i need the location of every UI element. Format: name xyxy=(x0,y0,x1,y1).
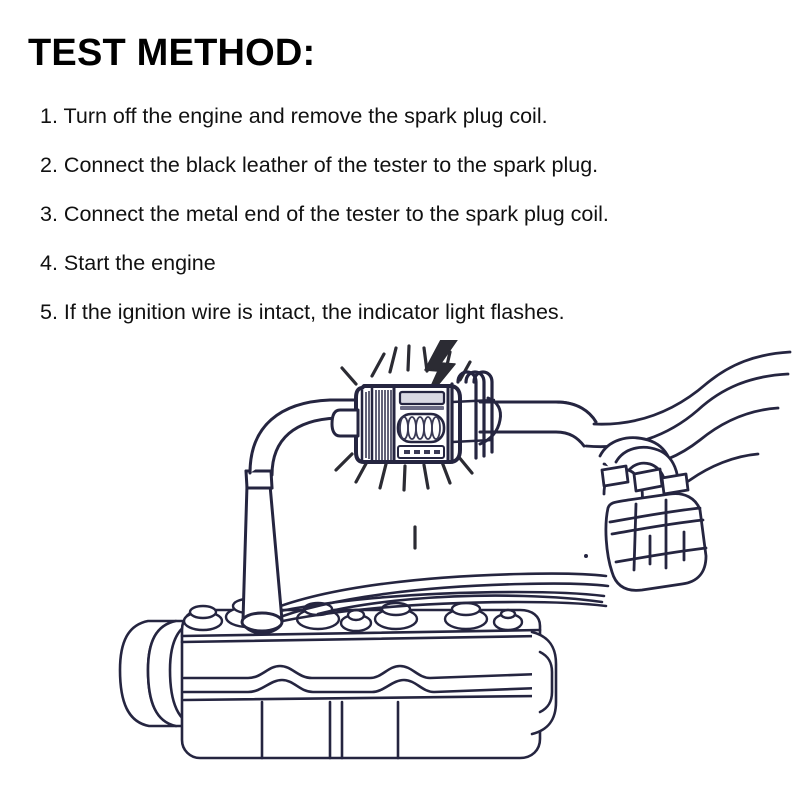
spark-tester-illustration xyxy=(0,340,800,800)
list-item: 2. Connect the black leather of the test… xyxy=(40,152,780,178)
step-text: If the ignition wire is intact, the indi… xyxy=(63,300,565,324)
stray-dot xyxy=(584,554,588,558)
step-text: Connect the black leather of the tester … xyxy=(63,153,599,177)
ignition-coil-wire-right xyxy=(478,400,598,448)
illustration-svg xyxy=(0,340,800,800)
tester-contact-strip xyxy=(397,445,445,459)
list-item: 5. If the ignition wire is intact, the i… xyxy=(40,299,780,325)
step-number: 1. xyxy=(40,104,58,128)
tester-contacts xyxy=(404,450,440,454)
step-text: Start the engine xyxy=(63,251,216,275)
ignition-wire-harness xyxy=(248,572,610,630)
tester-left-connector xyxy=(330,408,360,438)
tester-label-panel xyxy=(398,390,446,406)
step-text: Connect the metal end of the tester to t… xyxy=(63,202,609,226)
page-title: TEST METHOD: xyxy=(28,32,316,74)
tester-label-stripe xyxy=(400,406,444,410)
ignition-spark-tester xyxy=(354,384,462,464)
indicator-coil xyxy=(399,416,441,440)
wire-bundle-connector xyxy=(584,350,792,592)
tester-metal-clip xyxy=(450,370,502,462)
list-item: 1. Turn off the engine and remove the sp… xyxy=(40,103,780,129)
step-text: Turn off the engine and remove the spark… xyxy=(63,104,548,128)
steps-list: 1. Turn off the engine and remove the sp… xyxy=(40,103,780,348)
step-number: 4. xyxy=(40,251,58,275)
step-number: 3. xyxy=(40,202,58,226)
engine-valve-cover xyxy=(118,608,558,760)
list-item: 4. Start the engine xyxy=(40,250,780,276)
tester-grip-ribs xyxy=(365,390,392,460)
step-number: 5. xyxy=(40,300,58,324)
step-number: 2. xyxy=(40,153,58,177)
list-item: 3. Connect the metal end of the tester t… xyxy=(40,201,780,227)
